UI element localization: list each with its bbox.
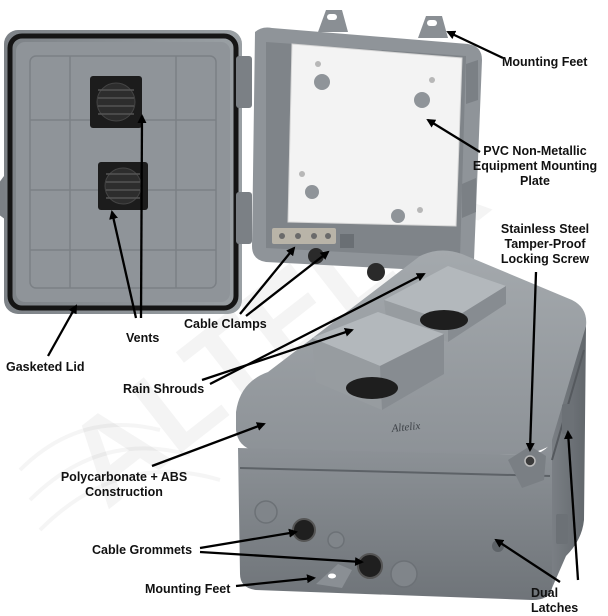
- locking-screw: [524, 455, 536, 467]
- vent-upper: [90, 76, 142, 128]
- lid-side-tab: [0, 176, 6, 220]
- arrow-cable-grommets-2: [199, 550, 364, 567]
- knockout-front-right: [390, 560, 418, 588]
- arrow-pvc-plate: [426, 118, 481, 153]
- callout-rain-shrouds: Rain Shrouds: [123, 382, 205, 396]
- callout-cable-clamps: Cable Clamps: [184, 317, 267, 331]
- brand-mark: Altelix: [390, 420, 421, 435]
- cable-grommet-left: [292, 518, 316, 542]
- callout-pvc-plate: PVC Non-Metallic Equipment Mounting Plat…: [472, 144, 598, 188]
- arrow-dual-latches-2: [563, 430, 580, 581]
- arrow-vents-2: [137, 114, 147, 319]
- base-side-ear: [462, 178, 476, 218]
- arrow-cable-clamps-1: [239, 246, 296, 315]
- arrow-rain-shrouds-1: [201, 327, 354, 382]
- arrow-locking-screw: [525, 271, 538, 452]
- arrow-dual-latches-1: [494, 538, 561, 583]
- pvc-mounting-plate: [287, 43, 463, 227]
- arrow-cable-clamps-2: [245, 250, 330, 317]
- arrow-mounting-feet-top: [446, 30, 504, 60]
- callout-vents: Vents: [126, 331, 160, 345]
- watermark-waves: [18, 423, 221, 532]
- callout-cable-grommets: Cable Grommets: [92, 543, 193, 557]
- locking-screw-ear: [508, 446, 546, 488]
- lid-gasket: [7, 33, 239, 311]
- knockout-front-center: [327, 531, 345, 549]
- cable-clamp-bar: [272, 228, 336, 244]
- mounting-foot-top-right: [418, 16, 448, 38]
- lid-hinge-bottom: [236, 192, 252, 244]
- lid-seam: [239, 467, 551, 477]
- callout-locking-screw: Stainless Steel Tamper-Proof Locking Scr…: [500, 222, 590, 266]
- mounting-foot-top-left: [318, 10, 348, 32]
- lid-hinge-top: [236, 56, 252, 108]
- callout-mounting-feet-top: Mounting Feet: [502, 55, 588, 69]
- cable-grommet-right: [357, 553, 383, 579]
- open-base: [252, 10, 482, 281]
- knockout-front-left: [254, 500, 278, 524]
- rain-shroud-back: [384, 266, 506, 342]
- vent-lower: [98, 162, 148, 210]
- arrow-rain-shrouds-2: [209, 272, 426, 386]
- latch-lower: [556, 514, 568, 544]
- callout-mounting-feet-bottom: Mounting Feet: [145, 582, 231, 596]
- open-lid: [0, 30, 252, 314]
- arrow-cable-grommets-1: [199, 528, 298, 550]
- callout-dual-latches: Dual Latches: [531, 586, 579, 615]
- callout-gasketed-lid: Gasketed Lid: [6, 360, 85, 374]
- callout-arrows: [46, 30, 580, 588]
- latch-upper: [562, 404, 574, 434]
- callout-construction: Polycarbonate + ABS Construction: [60, 470, 188, 499]
- arrow-construction: [151, 422, 266, 468]
- rain-shroud-front: [312, 312, 444, 410]
- arrow-gasketed-lid: [46, 304, 78, 357]
- arrow-mounting-feet-bottom: [235, 574, 316, 588]
- base-knockout-right: [367, 263, 385, 281]
- arrow-vents-1: [109, 210, 138, 319]
